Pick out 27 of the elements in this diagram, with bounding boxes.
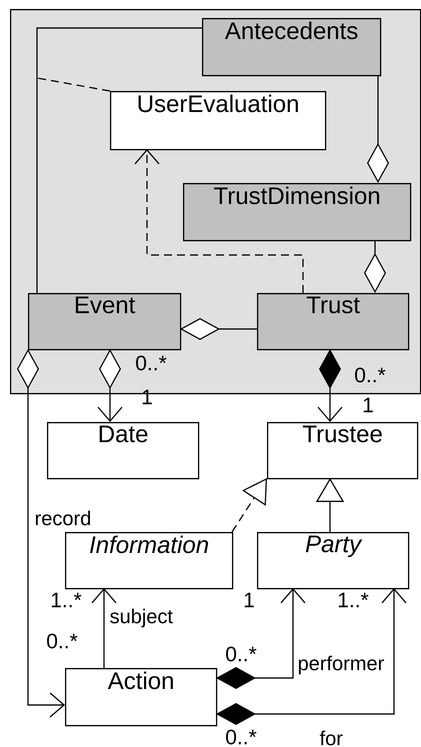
class-box: Event xyxy=(28,293,182,350)
edge-label: performer xyxy=(296,654,386,676)
class-box: Action xyxy=(65,668,218,726)
edge-label: for xyxy=(318,730,344,746)
multiplicity-label: 0..* xyxy=(136,356,166,370)
multiplicity-label: 0..* xyxy=(226,646,256,662)
arrow xyxy=(232,478,267,532)
association-line xyxy=(36,27,202,293)
multiplicity-label: 0..* xyxy=(47,634,78,648)
class-box: Trustee xyxy=(267,422,418,480)
arrow xyxy=(92,588,116,668)
edge-label: subject xyxy=(108,608,174,628)
class-box: Information xyxy=(65,532,234,590)
class-box: Party xyxy=(257,532,410,590)
multiplicity-label: 1 xyxy=(364,398,373,412)
multiplicity-label: 0..* xyxy=(226,730,256,744)
edge-label: record xyxy=(34,510,92,526)
class-box: TrustDimension xyxy=(183,183,412,242)
multiplicity-label: 0..* xyxy=(355,368,386,382)
class-box: Antecedents xyxy=(202,18,382,76)
multiplicity-label: 1 xyxy=(244,592,254,608)
multiplicity-label: 1..* xyxy=(52,592,82,608)
class-box: Date xyxy=(47,422,200,480)
class-box: Trust xyxy=(257,293,410,350)
arrow xyxy=(134,149,304,293)
association-line xyxy=(36,77,110,92)
class-box: UserEvaluation xyxy=(110,91,326,150)
